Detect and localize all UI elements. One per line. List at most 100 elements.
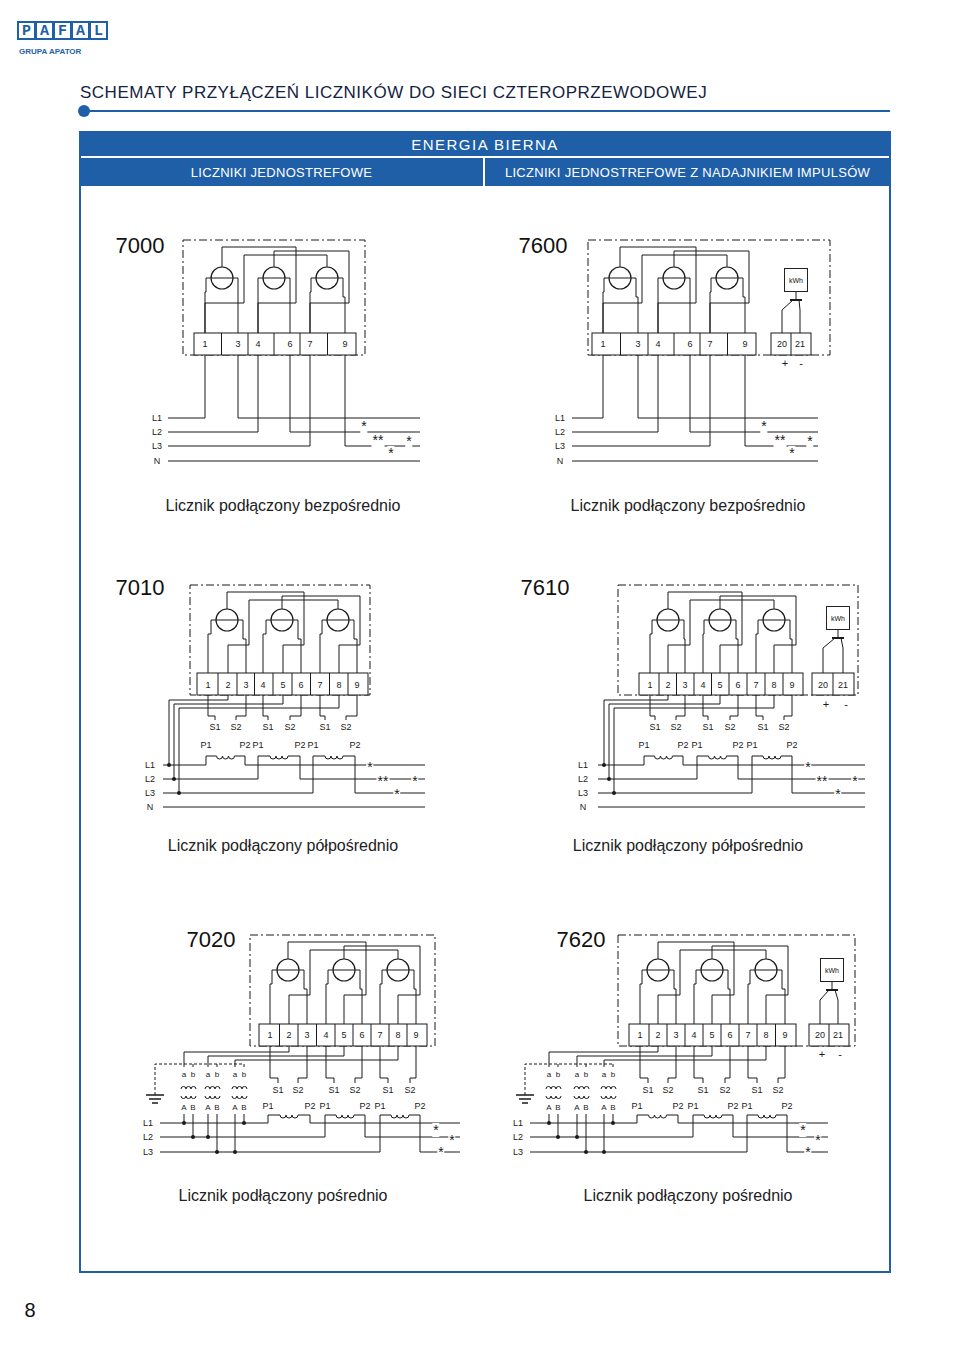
vt-terminal: A <box>545 1104 552 1112</box>
meter-housing <box>618 935 855 1046</box>
terminal-number: 9 <box>781 1031 788 1040</box>
phase-line <box>235 756 426 765</box>
vt-terminal: b <box>555 1071 561 1079</box>
vt-winding <box>601 1096 616 1099</box>
terminal-divider <box>389 1024 390 1046</box>
terminal-block <box>809 1024 849 1046</box>
phase-line <box>354 1115 460 1137</box>
vt-winding <box>181 1087 196 1090</box>
load-mark: ** <box>816 774 829 788</box>
current-wire <box>304 970 307 1024</box>
terminal-divider <box>371 1024 372 1046</box>
ct-terminal: P1 <box>318 1102 331 1111</box>
vt-lead <box>208 1114 209 1137</box>
phase-label: N <box>556 457 565 466</box>
ct-winding <box>280 1115 298 1118</box>
ct-terminal: S1 <box>208 723 221 732</box>
vt-winding <box>181 1096 196 1099</box>
terminal-number: 4 <box>699 681 706 690</box>
terminal-number: 6 <box>297 681 304 690</box>
terminal-divider <box>667 1024 668 1046</box>
terminal-divider <box>237 673 238 695</box>
earth-symbol <box>146 1094 164 1096</box>
terminal-number: 9 <box>412 1031 419 1040</box>
meter-housing <box>250 935 435 1046</box>
terminal-block <box>639 673 803 695</box>
current-wire <box>703 620 704 673</box>
vt-terminal: A <box>204 1104 211 1112</box>
terminal-divider <box>329 673 330 695</box>
meter-housing <box>588 240 830 355</box>
terminal-number: 6 <box>286 340 293 349</box>
phase-label: L1 <box>151 414 163 423</box>
ct-terminal: S2 <box>348 1086 361 1095</box>
coil-symbol <box>387 959 409 981</box>
terminal-number: 3 <box>681 681 688 690</box>
phase-line <box>160 1115 391 1152</box>
ct-terminal: P1 <box>251 741 264 750</box>
ct-terminal: P2 <box>358 1102 371 1111</box>
phase-line <box>288 756 425 779</box>
terminal-divider <box>335 1024 336 1046</box>
load-mark: * <box>760 419 767 433</box>
page-title: SCHEMATY PRZYŁĄCZEŃ LICZNIKÓW DO SIECI C… <box>80 84 707 101</box>
meter-housing <box>190 585 370 695</box>
ct-terminal: P1 <box>261 1102 274 1111</box>
voltage-wire <box>208 1046 344 1067</box>
meter-housing <box>183 240 365 355</box>
voltage-wire <box>288 942 366 1024</box>
load-mark: * <box>814 1133 821 1147</box>
current-wire <box>690 278 691 333</box>
vt-winding <box>232 1096 247 1099</box>
phase-label: L3 <box>142 1148 154 1157</box>
junction-dot <box>182 1121 186 1125</box>
load-mark: * <box>804 1145 811 1159</box>
voltage-wire <box>658 950 766 1024</box>
current-wire <box>208 620 211 673</box>
earth-symbol <box>152 1102 158 1104</box>
voltage-wire <box>235 1046 398 1067</box>
load-mark: * <box>432 1123 439 1137</box>
current-wire <box>414 970 416 1024</box>
terminal-divider <box>298 1024 299 1046</box>
current-wire <box>710 278 711 333</box>
current-wire <box>263 620 266 673</box>
caption: Licznik podłączony bezpośrednio <box>570 498 807 514</box>
ct-terminal: S1 <box>327 1086 340 1095</box>
header-cell: LICZNIKI JEDNOSTREFOWE Z NADAJNIKIEM IMP… <box>485 158 890 186</box>
phase-line <box>598 756 709 779</box>
terminal-divider <box>727 333 728 355</box>
phase-label: L1 <box>144 761 156 770</box>
ct-terminal: P1 <box>373 1102 386 1111</box>
terminal-divider <box>310 673 311 695</box>
title-rule <box>84 110 890 112</box>
phase-line <box>345 355 420 446</box>
pulse-polarity: + <box>781 358 789 369</box>
phase-line <box>409 1115 460 1152</box>
phase-line <box>727 756 866 779</box>
terminal-number: 4 <box>259 681 266 690</box>
vt-terminal: b <box>214 1071 220 1079</box>
pulse-wire <box>832 982 833 990</box>
phase-line <box>722 1115 828 1137</box>
coil-symbol <box>216 609 238 631</box>
ct-terminal: S1 <box>648 723 661 732</box>
ct-winding <box>336 1115 354 1118</box>
pulse-polarity: - <box>843 699 849 710</box>
terminal-divider <box>747 673 748 695</box>
vt-terminal: B <box>240 1104 247 1112</box>
current-wire <box>320 620 322 673</box>
phase-label: L1 <box>512 1119 524 1128</box>
ct-terminal: P2 <box>413 1102 426 1111</box>
ct-terminal: P2 <box>780 1102 793 1111</box>
current-wire <box>360 970 362 1024</box>
terminal-number: 21 <box>794 340 806 349</box>
load-mark: * <box>448 1133 455 1147</box>
terminal-divider <box>700 333 701 355</box>
terminal-number: 4 <box>322 1031 329 1040</box>
vt-terminal: B <box>213 1104 220 1112</box>
phase-line <box>598 756 655 765</box>
ct-terminal: P1 <box>199 741 212 750</box>
terminal-divider <box>711 673 712 695</box>
terminal-divider <box>221 333 222 355</box>
